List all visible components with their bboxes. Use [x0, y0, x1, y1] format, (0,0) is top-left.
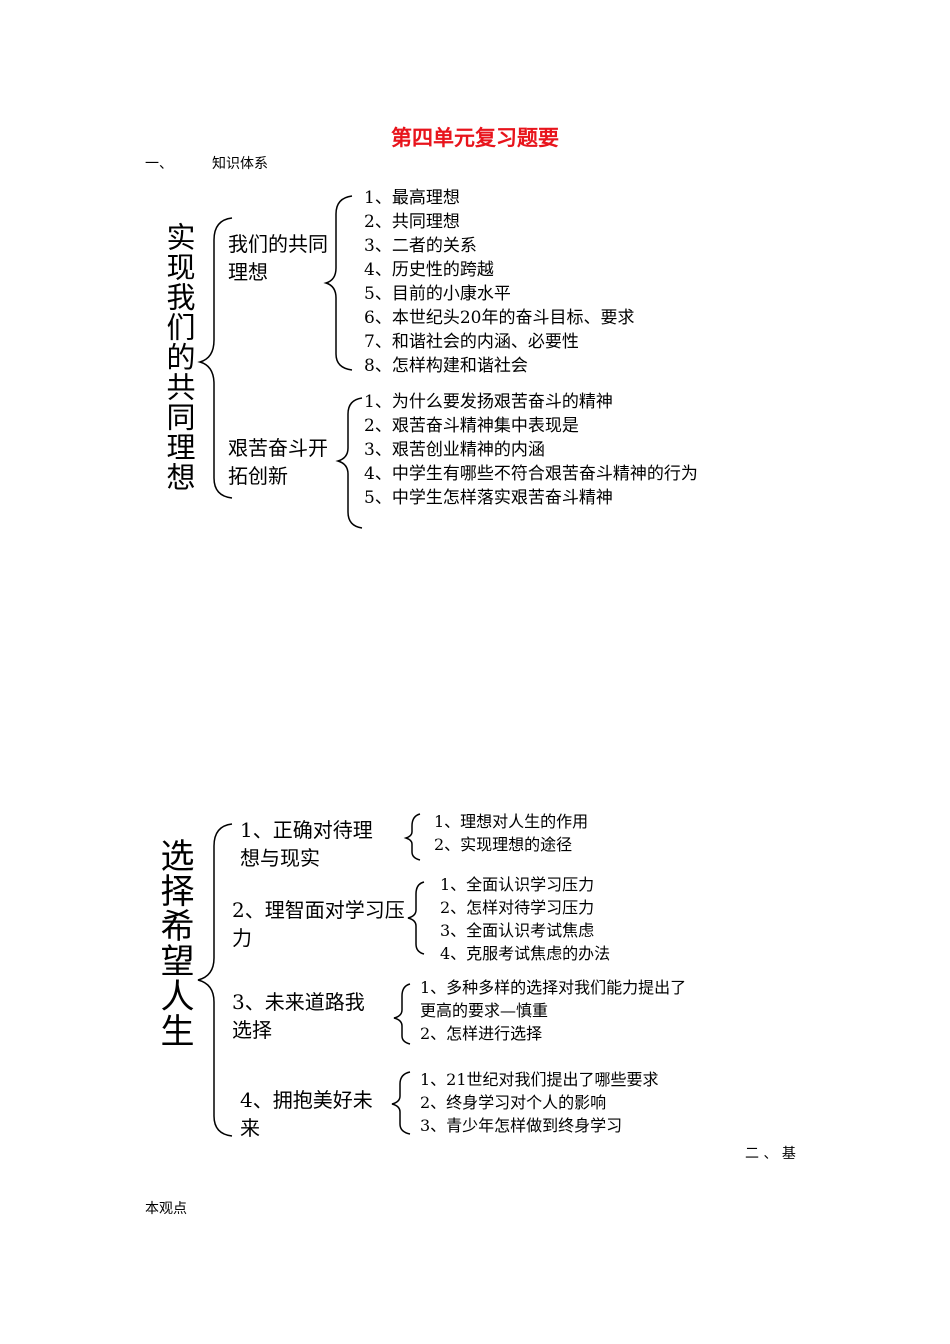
list-item: 1、多种多样的选择对我们能力提出了更高的要求—慎重	[420, 978, 687, 1020]
list-item: 5、目前的小康水平	[364, 284, 511, 304]
brace-part2-group4	[391, 1071, 411, 1135]
list-item: 2、怎样对待学习压力	[440, 898, 595, 917]
brace-part2-group1	[403, 813, 421, 861]
part2-group4-label: 4、拥抱美好未来	[240, 1088, 373, 1140]
part2-group2-list: 1、全面认识学习压力 2、怎样对待学习压力 3、全面认识考试焦虑 4、克服考试焦…	[440, 873, 610, 965]
part2-main-title: 选择希望人生	[154, 838, 194, 1048]
part1-group2-list: 1、为什么要发扬艰苦奋斗的精神 2、艰苦奋斗精神集中表现是 3、艰苦创业精神的内…	[364, 390, 764, 510]
list-item: 2、艰苦奋斗精神集中表现是	[364, 416, 579, 436]
page-title: 第四单元复习题要	[391, 125, 559, 150]
list-item: 3、艰苦创业精神的内涵	[364, 440, 545, 460]
brace-part1-group2	[335, 397, 363, 529]
list-item: 4、历史性的跨越	[364, 260, 494, 280]
list-item: 2、怎样进行选择	[420, 1024, 543, 1043]
part1-group1-label: 我们的共同理想	[228, 232, 328, 284]
section-heading: 知识体系	[212, 156, 268, 172]
section-number: 一、	[145, 156, 173, 172]
list-item: 1、21世纪对我们提出了哪些要求	[420, 1070, 659, 1089]
list-item: 2、终身学习对个人的影响	[420, 1093, 607, 1112]
list-item: 8、怎样构建和谐社会	[364, 356, 528, 376]
part2-group1-label: 1、正确对待理想与现实	[240, 818, 373, 870]
list-item: 3、青少年怎样做到终身学习	[420, 1116, 623, 1135]
section2-heading-part-a: 二 、 基	[745, 1146, 796, 1162]
list-item: 4、中学生有哪些不符合艰苦奋斗精神的行为	[364, 464, 698, 484]
part2-group3-list: 1、多种多样的选择对我们能力提出了更高的要求—慎重 2、怎样进行选择	[420, 976, 695, 1045]
part2-group4-list: 1、21世纪对我们提出了哪些要求 2、终身学习对个人的影响 3、青少年怎样做到终…	[420, 1068, 659, 1137]
list-item: 1、为什么要发扬艰苦奋斗的精神	[364, 392, 613, 412]
list-item: 5、中学生怎样落实艰苦奋斗精神	[364, 488, 613, 508]
part1-main-title: 实现我们的共同理想	[162, 222, 196, 492]
list-item: 3、二者的关系	[364, 236, 477, 256]
list-item: 1、最高理想	[364, 188, 460, 208]
list-item: 1、理想对人生的作用	[434, 812, 589, 831]
list-item: 4、克服考试焦虑的办法	[440, 944, 611, 963]
list-item: 7、和谐社会的内涵、必要性	[364, 332, 579, 352]
list-item: 3、全面认识考试焦虑	[440, 921, 595, 940]
section2-heading-part-b: 本观点	[145, 1201, 187, 1217]
part1-group1-list: 1、最高理想 2、共同理想 3、二者的关系 4、历史性的跨越 5、目前的小康水平…	[364, 186, 634, 378]
list-item: 1、全面认识学习压力	[440, 875, 595, 894]
brace-part2-main	[197, 823, 233, 1137]
part2-group2-label: 2、理智面对学习压力	[232, 898, 405, 950]
brace-part2-group2	[407, 881, 425, 955]
brace-part2-group3	[393, 983, 411, 1045]
list-item: 2、实现理想的途径	[434, 835, 573, 854]
part2-group1-list: 1、理想对人生的作用 2、实现理想的途径	[434, 810, 588, 856]
list-item: 2、共同理想	[364, 212, 460, 232]
part1-group2-label: 艰苦奋斗开拓创新	[228, 436, 328, 488]
part2-group3-label: 3、未来道路我选择	[232, 990, 365, 1042]
list-item: 6、本世纪头20年的奋斗目标、要求	[364, 308, 635, 328]
